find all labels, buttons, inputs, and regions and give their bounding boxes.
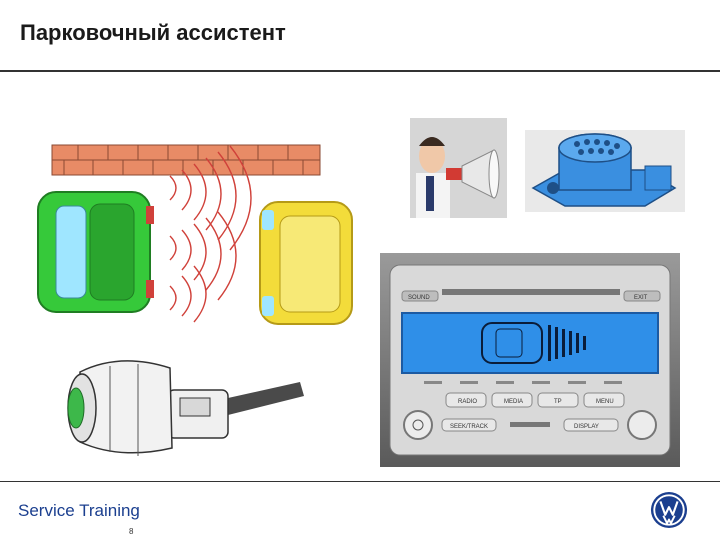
title-divider: [0, 70, 720, 72]
page-number: 8: [129, 527, 133, 536]
green-car: [38, 192, 154, 312]
brick-wall: [52, 145, 320, 175]
exit-button-label: EXIT: [634, 295, 648, 301]
sound-button-label: SOUND: [408, 295, 430, 301]
sensor-module: [525, 130, 685, 212]
speaker-man-photo: [410, 118, 507, 218]
footer-brand: Service Training: [18, 501, 140, 521]
menu-button-label: MENU: [596, 399, 614, 405]
sensor-connector: [60, 352, 305, 464]
display-button-label: DISPLAY: [574, 424, 599, 430]
slide-title: Парковочный ассистент: [20, 20, 286, 46]
footer-divider: [0, 481, 720, 482]
vw-logo-icon: [650, 491, 688, 529]
seek-track-button-label: SEEK/TRACK: [450, 424, 488, 430]
parking-scene: [30, 140, 360, 340]
radio-button-label: RADIO: [458, 399, 477, 405]
media-button-label: MEDIA: [504, 399, 523, 405]
tp-button-label: TP: [554, 399, 562, 405]
yellow-car: [260, 202, 352, 324]
radio-unit: SOUND EXIT RADIO MEDIA TP MENU SEEK/TRAC…: [380, 253, 680, 467]
